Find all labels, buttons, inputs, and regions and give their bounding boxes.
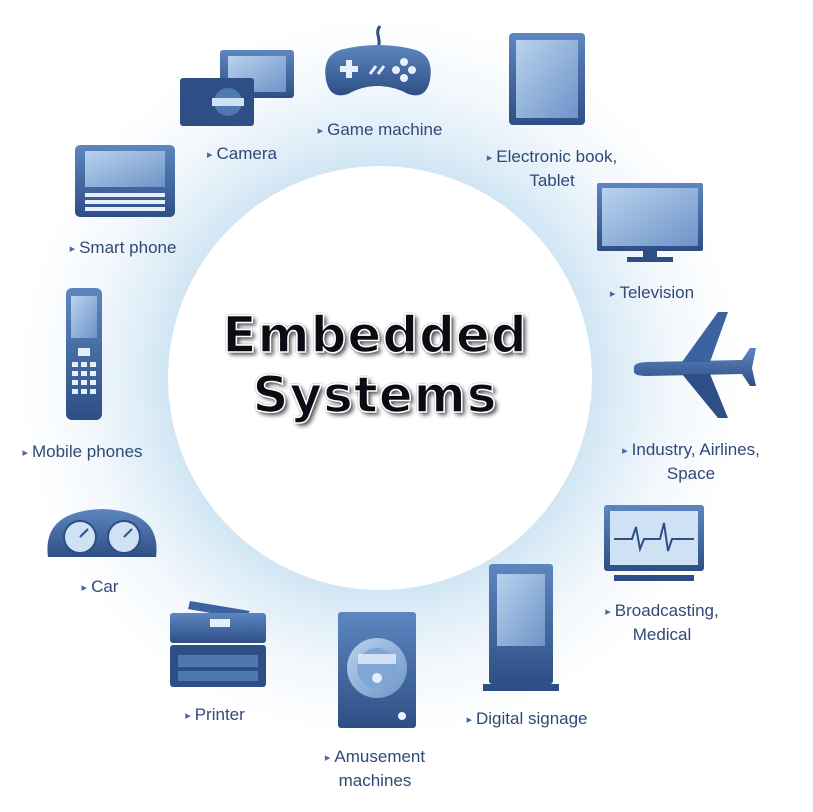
medical-monitor-icon — [604, 505, 704, 581]
tablet-icon — [509, 33, 585, 125]
title-line-1: Embedded — [222, 305, 528, 365]
label-television: Television — [592, 282, 712, 306]
label-smart-phone: Smart phone — [48, 237, 198, 261]
amusement-machine-icon — [338, 612, 416, 728]
diagram-title: Embedded Systems — [175, 305, 575, 425]
camera-icon — [180, 50, 294, 126]
car-dashboard-icon — [47, 509, 157, 557]
label-industry-airlines-space: Industry, Airlines, Space — [596, 439, 786, 484]
center-circle — [168, 166, 592, 590]
label-game-machine: Game machine — [300, 119, 460, 143]
title-line-2: Systems — [252, 365, 498, 425]
label-digital-signage: Digital signage — [447, 708, 607, 732]
printer-icon — [170, 601, 266, 687]
television-icon — [597, 183, 703, 262]
mobile-phone-icon — [66, 288, 102, 420]
label-car: Car — [50, 576, 150, 600]
game-controller-icon — [325, 25, 431, 96]
label-broadcasting-medical: Broadcasting, Medical — [577, 600, 747, 645]
label-amusement-machines: Amusement machines — [295, 746, 455, 791]
label-electronic-book-tablet: Electronic book, Tablet — [462, 146, 642, 191]
label-printer: Printer — [155, 704, 275, 728]
label-mobile-phones: Mobile phones — [0, 441, 165, 465]
label-camera: Camera — [192, 143, 292, 167]
airplane-icon — [633, 312, 756, 418]
digital-signage-icon — [483, 564, 559, 691]
smart-phone-icon — [75, 145, 175, 217]
